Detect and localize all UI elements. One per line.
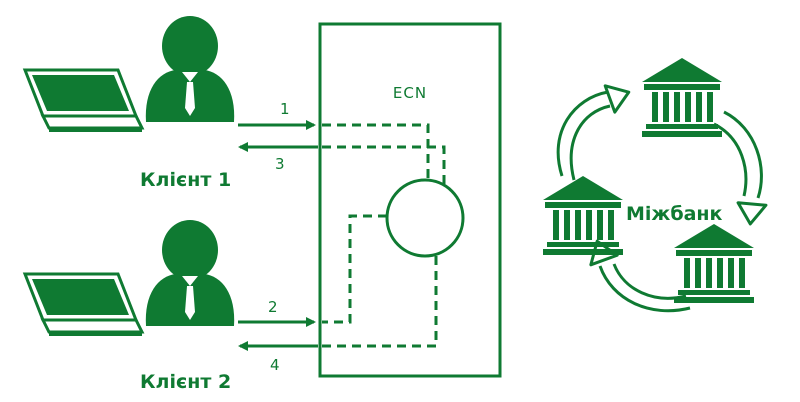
bank-icon [674, 224, 754, 303]
client-1: Клієнт 1 [23, 16, 235, 191]
arrow-2-label: 2 [268, 298, 278, 316]
arrow-4-label: 4 [270, 356, 280, 374]
ecn-matching-engine [385, 178, 465, 258]
person-icon [145, 220, 235, 326]
arrow-3-label: 3 [275, 155, 285, 173]
laptop-icon [23, 68, 144, 134]
laptop-icon [23, 272, 144, 338]
interbank-label: Міжбанк [626, 203, 723, 225]
route-client2-in [322, 214, 387, 324]
interbank-cycle: Міжбанк [543, 58, 768, 313]
route-client1-in [322, 123, 430, 182]
ecn-box [318, 22, 502, 378]
ecn-internal-routes [322, 123, 446, 348]
client-1-label: Клієнт 1 [140, 169, 231, 191]
route-client1-out [322, 145, 446, 186]
route-client2-out [322, 256, 438, 348]
arrow-1-label: 1 [280, 100, 290, 118]
bank-icon [543, 176, 623, 255]
bank-icon [642, 58, 722, 137]
cycle-arrow-icon [734, 201, 768, 227]
ecn-label: ECN [393, 84, 427, 102]
client-2-label: Клієнт 2 [140, 371, 231, 393]
client-2: Клієнт 2 [23, 220, 235, 393]
person-icon [145, 16, 235, 122]
